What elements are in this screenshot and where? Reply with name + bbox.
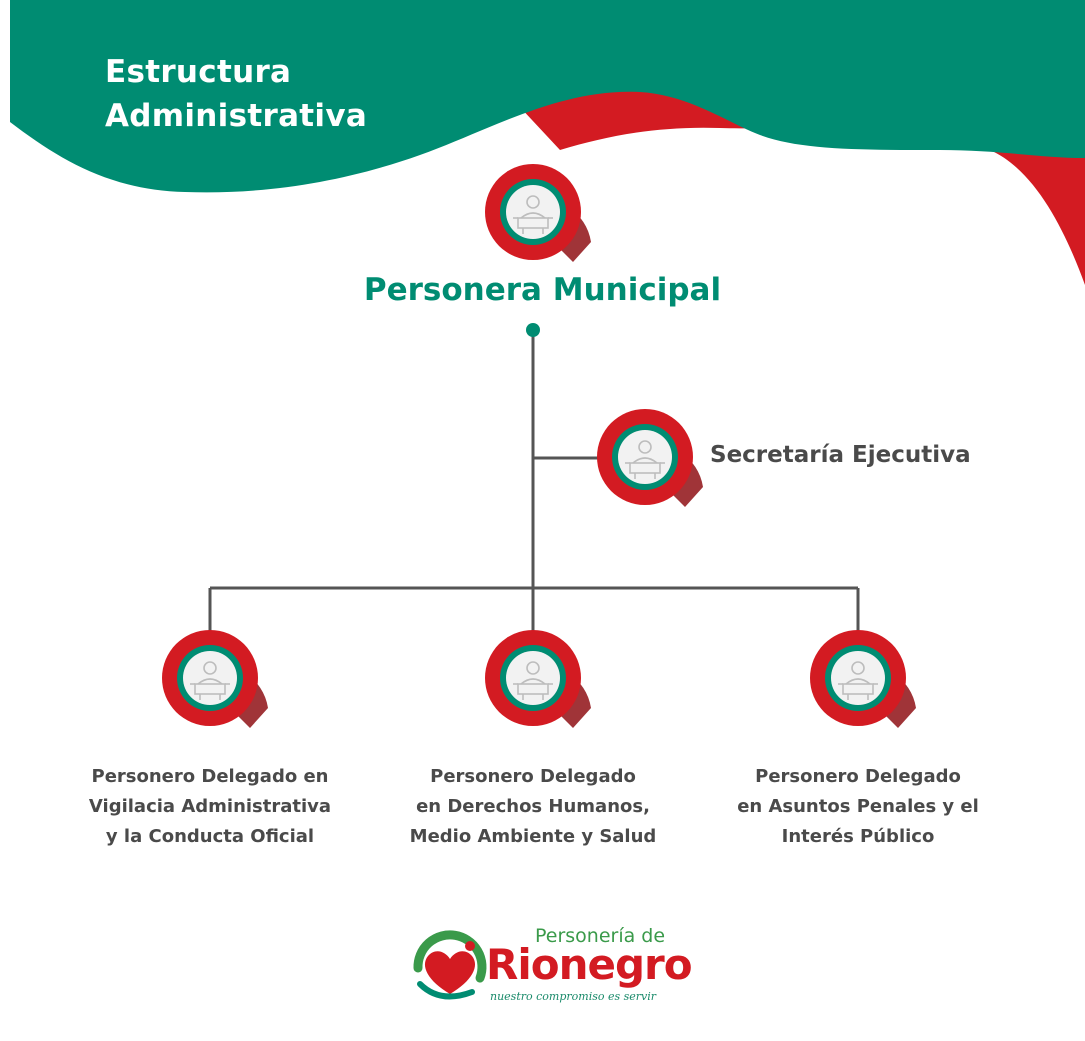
delegate-3-label-line: Personero Delegado — [755, 766, 961, 787]
logo-tagline: nuestro compromiso es servir — [490, 990, 657, 1003]
logo-top-text: Personería de — [535, 925, 666, 947]
delegate-3-label-line: Interés Público — [781, 826, 935, 847]
page-title: Estructura Administrativa — [105, 50, 367, 138]
assistant-person-at-desk-icon — [596, 408, 704, 508]
header-teal-wave — [10, 0, 1085, 193]
delegate-1-label-line: y la Conducta Oficial — [105, 826, 315, 847]
page-title-line-1: Estructura — [105, 54, 292, 90]
delegate-2-label: Personero Delegado en Derechos Humanos, … — [373, 762, 693, 852]
logo-main-text: Rionegro — [486, 940, 693, 989]
heart-hands-icon — [413, 930, 487, 1000]
delegate-2-label-line: en Derechos Humanos, — [416, 796, 650, 817]
assistant-role-label: Secretaría Ejecutiva — [710, 442, 971, 468]
head-person-at-desk-icon — [484, 163, 592, 263]
delegate-3-label: Personero Delegado en Asuntos Penales y … — [698, 762, 1018, 852]
delegate-2-label-line: Medio Ambiente y Salud — [409, 826, 657, 847]
root-connector-dot — [526, 323, 540, 337]
delegate-1-person-at-desk-icon — [161, 629, 269, 729]
delegate-1-label-line: Personero Delegado en — [91, 766, 329, 787]
delegate-2-person-at-desk-icon — [484, 629, 592, 729]
delegate-3-label-line: en Asuntos Penales y el — [737, 796, 979, 817]
personeria-logo: Personería de Rionegro nuestro compromis… — [410, 920, 710, 1010]
head-role-label: Personera Municipal — [363, 272, 722, 308]
delegate-2-label-line: Personero Delegado — [430, 766, 636, 787]
page-title-line-2: Administrativa — [105, 98, 368, 134]
delegate-3-person-at-desk-icon — [809, 629, 917, 729]
connector-lines — [208, 330, 860, 635]
delegate-1-label-line: Vigilacia Administrativa — [88, 796, 332, 817]
delegate-1-label: Personero Delegado en Vigilacia Administ… — [50, 762, 370, 852]
